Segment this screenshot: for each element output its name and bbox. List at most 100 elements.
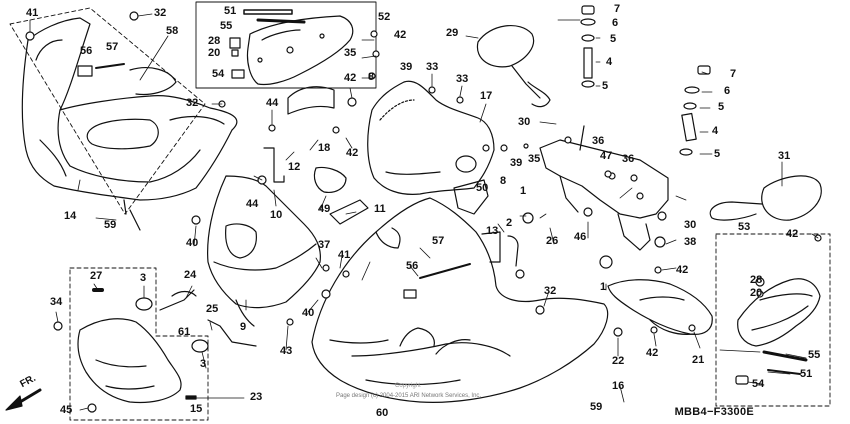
lower-inner-panel [607,279,713,335]
callout-44: 44 [266,97,279,109]
callout-15: 15 [190,403,203,415]
callout-35b: 35 [528,153,541,165]
callout-33b: 33 [456,73,469,85]
callout-39: 39 [400,61,413,73]
callout-32c: 32 [544,285,557,297]
callout-27: 27 [90,270,103,282]
callout-59b: 59 [590,401,603,413]
inner-cowl-group [9,7,238,231]
callout-55: 55 [220,20,233,32]
callout-16: 16 [612,380,625,392]
under-cowl-group [69,267,257,421]
callout-50: 50 [476,182,489,194]
callout-13: 13 [486,225,499,237]
callout-30b: 30 [684,219,697,231]
mirror-hardware [580,5,711,156]
callout-61: 61 [178,326,191,338]
callout-42f: 42 [646,347,659,359]
callout-57: 57 [106,41,119,53]
callout-32: 32 [154,7,167,19]
callout-11: 11 [374,203,386,215]
callout-35: 35 [344,47,357,59]
callout-44b: 44 [246,198,259,210]
callout-56: 56 [80,45,93,57]
callout-56b: 56 [406,260,419,272]
callout-4b: 4 [712,125,719,137]
mirror-right [709,175,822,221]
callout-8b: 8 [500,175,507,187]
callout-54: 54 [212,68,225,80]
callout-42b: 42 [344,72,357,84]
callout-60: 60 [376,407,389,419]
callout-22: 22 [612,355,625,367]
callout-51b: 51 [800,368,813,380]
callout-24: 24 [184,269,197,281]
callout-42e: 42 [676,264,689,276]
callout-51: 51 [224,5,237,17]
callout-20: 20 [208,47,221,59]
upper-cowl [311,197,609,403]
callout-3: 3 [140,272,147,284]
callout-42: 42 [394,29,407,41]
lower-cowl-right-group [715,233,831,407]
callout-1: 1 [520,185,527,197]
callout-39b: 39 [510,157,523,169]
callout-7b: 7 [730,68,737,80]
callout-31: 31 [778,150,791,162]
meter-panel-group [195,1,377,89]
callout-53: 53 [738,221,751,233]
callout-2: 2 [506,217,513,229]
callout-17: 17 [480,90,493,102]
callout-3b: 3 [200,358,207,370]
fasteners [25,11,822,413]
callout-59: 59 [104,219,117,231]
callout-5c: 5 [718,101,725,113]
callout-45: 45 [60,404,73,416]
callout-8: 8 [368,71,375,83]
callout-54b: 54 [752,378,765,390]
callout-36b: 36 [622,153,635,165]
callout-5d: 5 [714,148,721,160]
middle-inner-cowl [207,175,321,327]
callout-23: 23 [250,391,263,403]
callout-26: 26 [546,235,559,247]
cowl-stay [539,125,669,251]
callout-6: 6 [612,17,619,29]
callout-37: 37 [318,239,331,251]
callout-4: 4 [606,56,613,68]
callout-20b: 20 [750,287,763,299]
small-brackets [263,86,519,267]
callout-52: 52 [378,11,391,23]
callout-46: 46 [574,231,587,243]
callout-47: 47 [600,150,613,162]
callout-29: 29 [446,27,459,39]
callout-5: 5 [610,33,617,45]
copyright-heading: Copyright [395,383,421,389]
callout-14: 14 [64,210,77,222]
callout-12: 12 [288,161,301,173]
callout-28b: 28 [750,274,763,286]
callout-36: 36 [592,135,605,147]
callout-1b: 1 [600,281,607,293]
callout-42d: 42 [786,228,799,240]
windscreen [367,80,495,195]
callout-43: 43 [280,345,293,357]
callout-7: 7 [614,3,621,15]
callout-6b: 6 [724,85,731,97]
callout-30: 30 [518,116,531,128]
callout-25: 25 [206,303,219,315]
callout-28: 28 [208,35,221,47]
callout-10: 10 [270,209,283,221]
callout-34: 34 [50,296,63,308]
callout-49: 49 [318,203,331,215]
callout-38: 38 [684,236,697,248]
callout-18: 18 [318,142,331,154]
callout-41: 41 [26,7,39,19]
callout-42c: 42 [346,147,359,159]
callout-32b: 32 [186,97,199,109]
callout-40b: 40 [302,307,315,319]
front-direction-arrow [5,388,42,411]
callout-9: 9 [240,321,247,333]
